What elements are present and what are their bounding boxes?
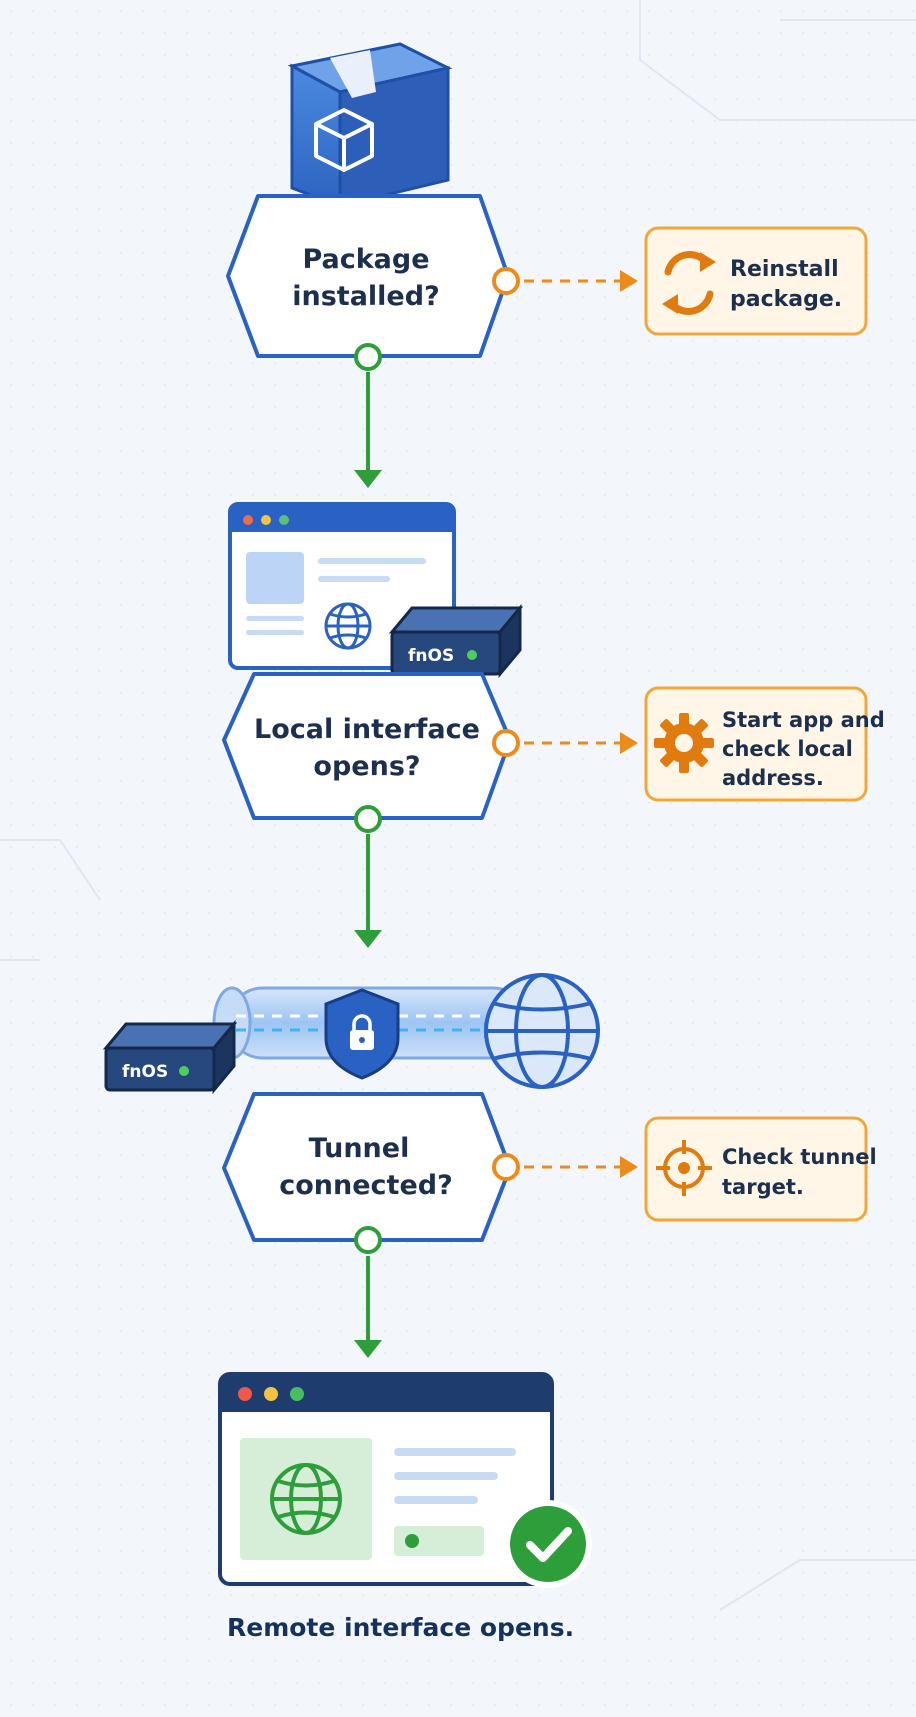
window-dot-green	[279, 515, 289, 525]
success-check-badge	[504, 1500, 592, 1588]
globe-icon	[484, 973, 600, 1089]
device-label-1: fnOS	[408, 646, 454, 666]
cube-icon	[314, 108, 374, 172]
final-caption: Remote interface opens.	[227, 1613, 574, 1642]
decision-3-line1: Tunnel	[309, 1133, 410, 1164]
action-1-line2: package.	[730, 287, 842, 312]
action-3-line1: Check tunnel	[722, 1145, 877, 1169]
yes-connector-2	[354, 805, 382, 948]
decision-3-line2: connected?	[279, 1170, 453, 1201]
action-box-3: Check tunnel target.	[644, 1116, 877, 1222]
decision-1-line2: installed?	[292, 281, 440, 312]
device-label-2: fnOS	[122, 1062, 168, 1082]
no-branch-3	[492, 1153, 638, 1181]
globe-icon	[324, 602, 372, 650]
action-3-line2: target.	[722, 1175, 804, 1199]
no-branch-1	[492, 267, 638, 295]
yes-connector-3	[354, 1226, 382, 1358]
window-dot-yellow	[261, 515, 271, 525]
action-2-line3: address.	[722, 766, 824, 790]
window-dot-yellow	[264, 1387, 278, 1401]
no-port-1	[492, 267, 520, 295]
decision-2-line2: opens?	[313, 751, 420, 782]
window-dot-red	[238, 1387, 252, 1401]
tunnel-illustration	[212, 973, 600, 1089]
checkmark-icon	[526, 1527, 572, 1562]
action-box-1: Reinstall package.	[644, 226, 868, 336]
decision-2-line1: Local interface	[254, 714, 480, 745]
shield-lock-icon	[324, 988, 400, 1080]
green-arrowhead	[354, 470, 382, 488]
action-1-line1: Reinstall	[730, 257, 839, 282]
remote-browser-illustration	[218, 1372, 554, 1586]
gear-icon	[654, 713, 714, 773]
action-2-line2: check local	[722, 737, 853, 761]
yes-connector-1	[354, 343, 382, 488]
decision-1-line1: Package	[302, 244, 429, 275]
no-branch-2	[492, 729, 638, 757]
package-box-illustration	[287, 42, 453, 209]
device-status-light	[467, 650, 477, 660]
nas-device-1: fnOS	[388, 603, 524, 679]
decision-2: Local interface opens?	[222, 672, 512, 820]
decision-3: Tunnel connected?	[222, 1092, 512, 1242]
background-circuit-lines	[0, 0, 916, 1611]
device-status-light	[179, 1066, 189, 1076]
window-dot-red	[243, 515, 253, 525]
crosshair-icon	[656, 1140, 712, 1196]
action-box-2: Start app and check local address.	[644, 686, 885, 802]
orange-arrowhead	[620, 270, 638, 292]
decision-1: Package installed?	[226, 194, 510, 358]
action-2-line1: Start app and	[722, 708, 885, 732]
nas-device-2: fnOS	[102, 1019, 238, 1095]
globe-icon	[270, 1463, 342, 1535]
window-dot-green	[290, 1387, 304, 1401]
